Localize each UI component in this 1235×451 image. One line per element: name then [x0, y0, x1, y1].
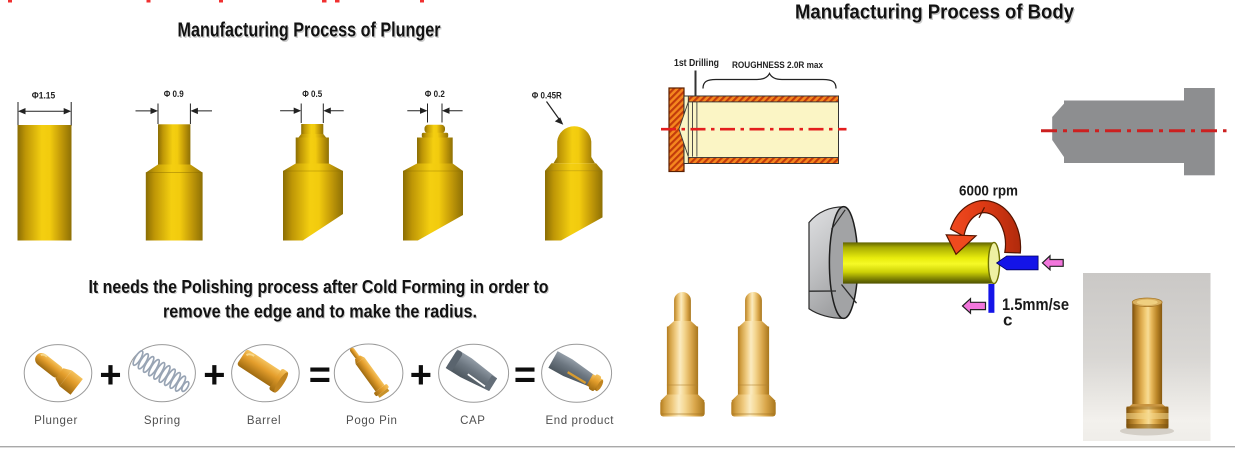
- svg-text:Manufacturing Process of Body: Manufacturing Process of Body: [796, 3, 1076, 25]
- svg-text:Manufacturing Process of Plun: Manufacturing Process of Plunger: [178, 20, 441, 42]
- svg-text:Φ 0.2: Φ 0.2: [425, 89, 445, 100]
- svg-text:Φ 0.9: Φ 0.9: [164, 89, 184, 100]
- svg-text:6000 rpm: 6000 rpm: [959, 183, 1018, 200]
- svg-text:Spring: Spring: [144, 415, 181, 427]
- svg-text:remove the edge and to make th: remove the edge and to make the radius.: [164, 301, 478, 322]
- svg-text:Φ 0.45R: Φ 0.45R: [532, 90, 562, 101]
- svg-text:Plunger: Plunger: [34, 415, 78, 427]
- svg-text:Φ 0.5: Φ 0.5: [302, 89, 323, 100]
- svg-text:It needs the Polishing process: It needs the Polishing process after Col…: [90, 277, 550, 298]
- svg-text:ROUGHNESS 2.0R max: ROUGHNESS 2.0R max: [732, 60, 824, 71]
- svg-text:Manufacturing Process of Body: Manufacturing Process of Body: [795, 2, 1075, 24]
- svg-text:1st Drilling: 1st Drilling: [674, 58, 719, 69]
- svg-text:It needs the Polishing process: It needs the Polishing process after Col…: [89, 276, 549, 297]
- svg-text:=: =: [514, 355, 536, 397]
- svg-text:End product: End product: [545, 415, 614, 427]
- svg-text:+: +: [99, 355, 121, 397]
- svg-text:CAP: CAP: [460, 415, 485, 427]
- svg-text:+: +: [410, 355, 432, 397]
- svg-text:+: +: [203, 355, 225, 397]
- svg-text:Manufacturing Process of Plun: Manufacturing Process of Plunger: [179, 21, 442, 43]
- svg-text:remove the edge and to make th: remove the edge and to make the radius.: [163, 300, 477, 321]
- svg-text:Φ1.15: Φ1.15: [32, 90, 56, 101]
- svg-text:c: c: [1003, 311, 1012, 330]
- svg-text:=: =: [309, 355, 331, 397]
- svg-text:Barrel: Barrel: [247, 415, 281, 427]
- svg-text:Pogo Pin: Pogo Pin: [346, 415, 397, 427]
- svg-text:1.5mm/se: 1.5mm/se: [1002, 295, 1069, 314]
